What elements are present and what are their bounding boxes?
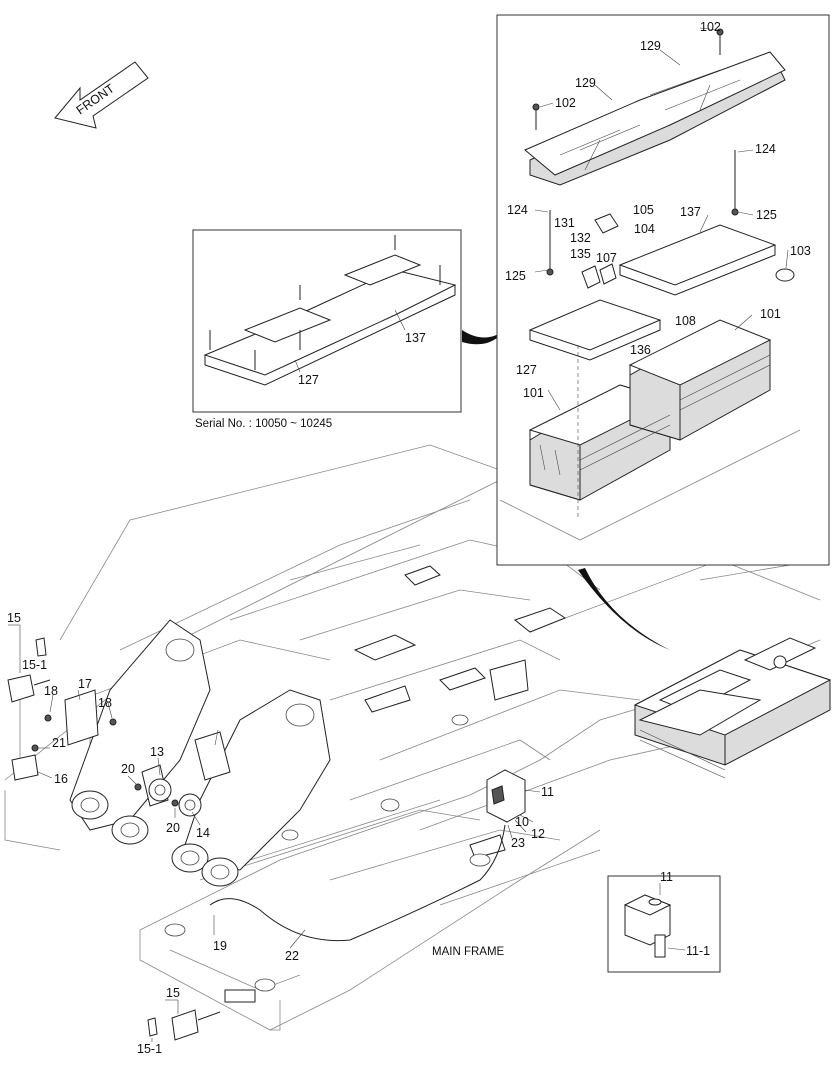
callout-11-detail: 11 <box>660 870 673 884</box>
front-arrow: FRONT <box>54 61 149 129</box>
callout-101-right: 101 <box>760 307 781 321</box>
battery-detail-inset: 102 129 129 102 124 124 131 105 104 132 … <box>496 14 830 650</box>
callout-19: 19 <box>213 939 227 953</box>
main-frame-label: MAIN FRAME <box>432 946 505 958</box>
callout-129-top: 129 <box>640 39 661 53</box>
callout-17: 17 <box>78 677 92 691</box>
washer-tank-installed: 11 10 12 23 19 22 <box>209 769 554 963</box>
callout-127-inset: 127 <box>298 373 319 387</box>
rear-work-light: 15 15-1 <box>137 986 221 1056</box>
callout-18-right: 18 <box>98 696 112 710</box>
tank-detail-inset: 11 11-1 <box>607 870 721 973</box>
callout-135: 135 <box>570 247 591 261</box>
callout-108: 108 <box>675 314 696 328</box>
callout-137: 137 <box>680 205 701 219</box>
callout-15-top: 15 <box>7 611 21 625</box>
work-light-assembly: 15 15-1 18 17 18 21 16 <box>7 611 117 786</box>
callout-15-bottom: 15 <box>166 986 180 1000</box>
callout-10: 10 <box>515 815 529 829</box>
horn-assembly: 13 20 20 14 <box>121 729 231 840</box>
callout-14: 14 <box>196 826 210 840</box>
callout-22: 22 <box>285 949 299 963</box>
detail-pointer <box>578 568 670 650</box>
callout-105: 105 <box>633 203 654 217</box>
callout-13: 13 <box>150 745 164 759</box>
callout-132: 132 <box>570 231 591 245</box>
callout-23: 23 <box>511 836 525 850</box>
callout-20-bottom: 20 <box>166 821 180 835</box>
callout-21: 21 <box>52 736 66 750</box>
callout-125-left: 125 <box>505 269 526 283</box>
callout-137-inset: 137 <box>405 331 426 345</box>
serial-inset: 137 127 Serial No. : 10050 ~ 10245 <box>192 229 505 430</box>
callout-16: 16 <box>54 772 68 786</box>
callout-101-left: 101 <box>523 386 544 400</box>
callout-15-1-top: 15-1 <box>22 658 47 672</box>
serial-number-note: Serial No. : 10050 ~ 10245 <box>195 418 332 430</box>
callout-103: 103 <box>790 244 811 258</box>
callout-20-top: 20 <box>121 762 135 776</box>
inset-pointer <box>462 330 505 345</box>
callout-15-1-bottom: 15-1 <box>137 1042 162 1056</box>
callout-131: 131 <box>554 216 575 230</box>
callout-124-left: 124 <box>507 203 528 217</box>
callout-129: 129 <box>575 76 596 90</box>
callout-11: 11 <box>541 785 554 799</box>
callout-18-left: 18 <box>44 684 58 698</box>
callout-11-1: 11-1 <box>686 944 710 958</box>
battery-assembly-installed <box>633 637 832 779</box>
callout-136: 136 <box>630 343 651 357</box>
callout-104: 104 <box>634 222 655 236</box>
callout-102-top: 102 <box>700 20 721 34</box>
callout-124-right: 124 <box>755 142 776 156</box>
callout-125-right: 125 <box>756 208 777 222</box>
callout-127: 127 <box>516 363 537 377</box>
callout-107: 107 <box>596 251 617 265</box>
callout-12: 12 <box>531 827 545 841</box>
callout-102: 102 <box>555 96 576 110</box>
